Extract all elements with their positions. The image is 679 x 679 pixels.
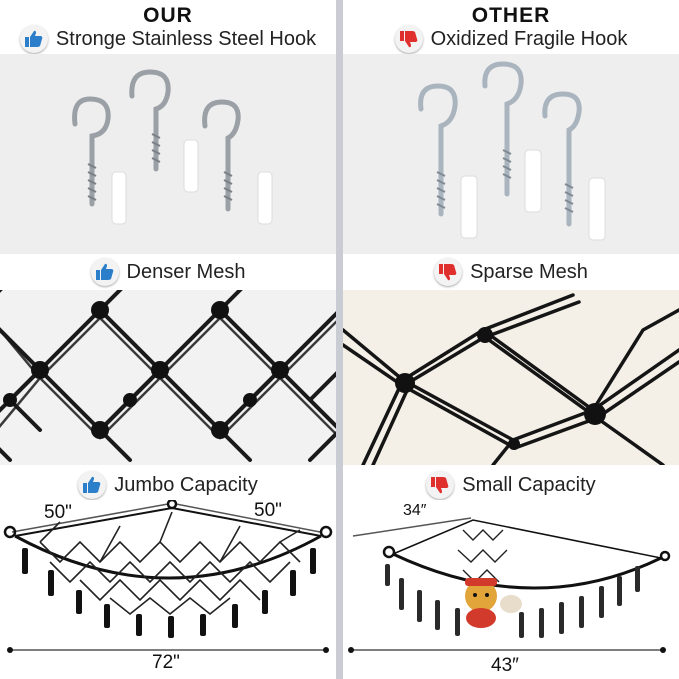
thumbs-down-icon [394, 25, 423, 53]
jumbo-capacity-label-row: Jumbo Capacity [0, 470, 336, 500]
small-net-photo: 34″ 43″ [343, 500, 679, 679]
left-side-dimension: 50" [44, 502, 72, 523]
sparse-mesh-label: Sparse Mesh [470, 260, 588, 283]
denser-mesh-label: Denser Mesh [126, 260, 246, 283]
denser-mesh-label-row: Denser Mesh [0, 257, 336, 287]
small-capacity-label: Small Capacity [462, 473, 596, 496]
thumbs-up-icon [90, 258, 119, 286]
plush-toy [465, 578, 522, 628]
oxidized-hook-label: Oxidized Fragile Hook [430, 27, 628, 50]
thumbs-down-icon [426, 471, 455, 499]
denser-mesh-photo [0, 290, 336, 465]
oxidized-hook-label-row: Oxidized Fragile Hook [343, 24, 679, 54]
small-capacity-label-row: Small Capacity [343, 470, 679, 500]
column-divider [336, 0, 343, 679]
steel-hooks-photo [0, 54, 336, 254]
bottom-width-dimension: 72" [152, 652, 180, 673]
our-column: OUR Stronge Stainless Steel Hook [0, 0, 336, 679]
sparse-mesh-label-row: Sparse Mesh [343, 257, 679, 287]
right-side-dimension: 50" [254, 500, 282, 521]
thumbs-up-icon [78, 471, 107, 499]
steel-hook-label-row: Stronge Stainless Steel Hook [0, 24, 336, 54]
top-length-dimension: 34″ [403, 502, 427, 519]
other-column: OTHER Oxidized Fragile Hook [343, 0, 679, 679]
our-heading: OUR [143, 4, 193, 27]
steel-hook-label: Stronge Stainless Steel Hook [55, 27, 317, 50]
oxidized-hooks-photo [343, 54, 679, 254]
jumbo-net-photo: 50" 50" 72" [0, 500, 336, 679]
thumbs-up-icon [19, 25, 48, 53]
jumbo-capacity-label: Jumbo Capacity [114, 473, 258, 496]
bottom-width-dimension: 43″ [491, 655, 519, 676]
other-heading: OTHER [471, 4, 551, 27]
sparse-mesh-photo [343, 290, 679, 465]
thumbs-down-icon [434, 258, 463, 286]
